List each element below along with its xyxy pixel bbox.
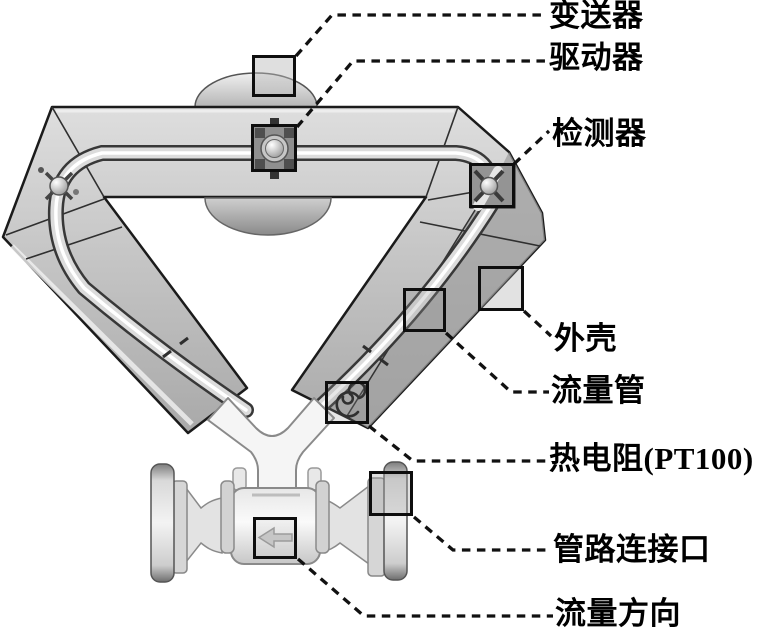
manifold-y (207, 397, 335, 493)
label-driver: 驱动器 (549, 40, 644, 75)
flange-left (150, 463, 175, 583)
flow-direction-arrow (257, 526, 293, 549)
left-sensor-ball (49, 176, 69, 196)
label-housing: 外壳 (554, 321, 617, 356)
label-detector: 检测器 (552, 116, 647, 151)
pipe-cone-left (185, 485, 223, 565)
driver-dome-top (194, 72, 318, 108)
housing-callout-box (478, 266, 524, 311)
leader-flow-direction (296, 557, 553, 618)
detector-callout-box (469, 163, 515, 208)
pipe-connection-callout-box (369, 471, 413, 516)
label-pipe-connection: 管路连接口 (553, 532, 711, 567)
leader-detector (512, 129, 551, 166)
leader-housing (522, 309, 553, 338)
tube-screw-marks (162, 336, 389, 367)
label-flow-tube: 流量管 (551, 373, 646, 408)
manifold-assembly (150, 397, 408, 583)
leader-transmitter (294, 13, 546, 58)
pipe-collar-left (220, 480, 235, 554)
leader-pipe-connection (412, 515, 549, 552)
pipe-collar-right (315, 480, 330, 554)
label-flow-direction: 流量方向 (555, 596, 681, 631)
rtd-coil (335, 380, 367, 418)
driver-coil-ball (265, 139, 284, 158)
leader-driver (295, 59, 546, 129)
housing-left-highlight (10, 244, 194, 426)
flow-tube (47, 145, 502, 418)
driver-callout-box (251, 124, 297, 172)
flow-direction-callout-box (253, 517, 297, 559)
transmitter-callout-box (252, 55, 296, 97)
leader-flow-tube (444, 331, 549, 394)
detector-ball (479, 176, 499, 196)
leader-rtd (367, 424, 549, 463)
leader-lines (294, 13, 553, 618)
rtd-callout-box (325, 381, 369, 424)
flange-right (383, 461, 408, 581)
pipe-nub-left (232, 467, 247, 491)
left-sensor (38, 167, 79, 201)
housing-side-facet (347, 152, 545, 428)
driver-dome-bottom (204, 197, 332, 236)
flow-tube-callout-box (403, 288, 446, 332)
label-rtd: 热电阻(PT100) (549, 441, 754, 476)
label-transmitter: 变送器 (549, 0, 644, 33)
